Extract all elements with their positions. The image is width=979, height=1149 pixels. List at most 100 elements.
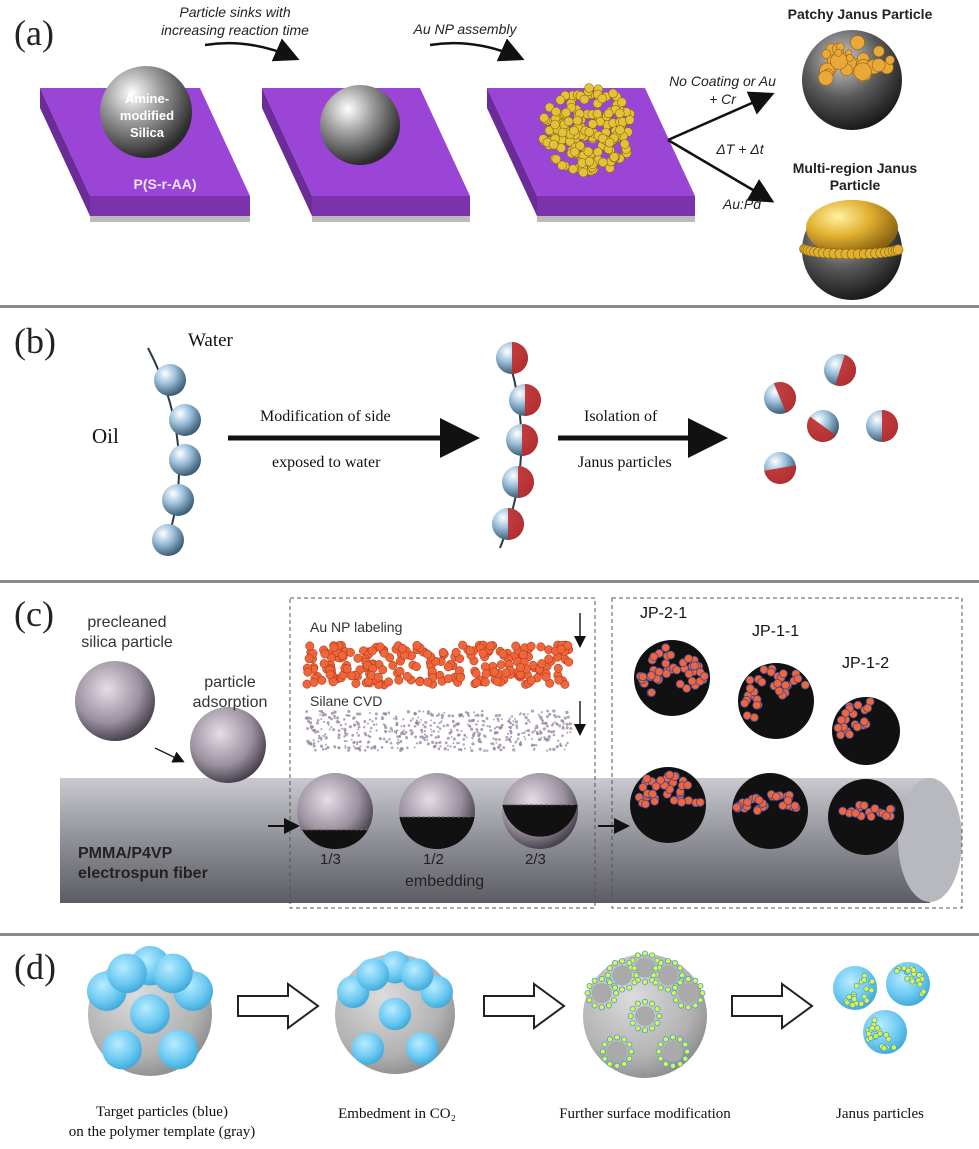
- silane-dot: [344, 745, 347, 748]
- silane-dot: [517, 737, 520, 740]
- silane-dot: [476, 730, 479, 734]
- yellow-modifier: [619, 958, 626, 965]
- gold-nanoparticle: [584, 127, 595, 137]
- silane-dot: [420, 735, 424, 739]
- silane-dot: [547, 729, 551, 733]
- silane-dot: [554, 721, 557, 724]
- au-nanoparticle: [415, 677, 425, 687]
- silane-dot: [320, 718, 323, 721]
- yellow-modifier: [909, 978, 916, 985]
- au-nanoparticle: [367, 646, 377, 656]
- silane-dot: [409, 729, 413, 733]
- masked-spot: [612, 965, 633, 986]
- silane-dot: [358, 748, 362, 752]
- gold-nanoparticle: [539, 113, 549, 123]
- yellow-modifier: [626, 960, 633, 967]
- silane-dot: [524, 715, 528, 720]
- au-nanoparticle: [346, 671, 356, 681]
- au-nanoparticle: [458, 640, 468, 650]
- silane-dot: [476, 720, 479, 723]
- panel-d-label: (d): [14, 947, 56, 987]
- gold-patch: [850, 35, 865, 50]
- au-nanoparticle: [304, 654, 314, 664]
- silane-dot: [539, 715, 543, 720]
- silane-dot: [541, 721, 545, 725]
- silane-dot: [494, 738, 498, 741]
- silane-dot: [566, 742, 569, 745]
- silane-dot: [359, 745, 362, 748]
- arrow-branch-top: [667, 91, 775, 142]
- silane-dot: [407, 724, 411, 727]
- gold-nanoparticle: [609, 152, 619, 162]
- silane-label: Silane CVD: [310, 693, 383, 709]
- au-label-np: [859, 801, 869, 810]
- yellow-modifier: [642, 1027, 649, 1034]
- silane-dot: [355, 720, 358, 723]
- au-nanoparticle: [379, 648, 389, 658]
- yellow-modifier: [682, 1055, 689, 1062]
- au-label-np: [687, 676, 697, 686]
- silane-dot: [356, 722, 360, 726]
- silane-dot: [509, 721, 512, 725]
- yellow-modifier: [612, 960, 619, 967]
- silane-dot: [480, 709, 484, 713]
- silane-dot: [400, 725, 403, 728]
- silane-dot: [434, 741, 438, 745]
- silane-dot: [396, 741, 400, 745]
- silane-dot: [327, 716, 331, 719]
- gold-nanoparticle: [603, 108, 614, 119]
- sphere-label: Amine-modified Silica: [119, 91, 175, 140]
- silane-dot: [436, 735, 441, 739]
- silane-dot: [363, 726, 366, 729]
- silane-dot: [399, 740, 403, 744]
- silane-dot: [322, 748, 325, 751]
- gold-nanoparticle: [557, 160, 567, 171]
- silane-dot: [342, 718, 346, 721]
- yellow-modifier: [662, 1060, 669, 1067]
- au-label-np: [885, 804, 895, 814]
- arrow-step1: [204, 38, 300, 62]
- silane-dot: [493, 732, 496, 735]
- silane-dot: [511, 723, 515, 727]
- gold-cap: [806, 200, 898, 256]
- silane-dot: [463, 734, 466, 737]
- silane-dot: [559, 742, 562, 745]
- silane-dot: [323, 713, 327, 717]
- silane-dot: [352, 745, 355, 748]
- silane-dot: [450, 736, 453, 739]
- caption-embedment: Embedment in CO₂: [338, 1106, 456, 1122]
- au-nanoparticle: [438, 648, 448, 657]
- silane-dot: [319, 736, 323, 739]
- gold-nanoparticle: [619, 139, 630, 149]
- panel-b-drawing: [147, 342, 898, 556]
- silane-dot: [425, 735, 429, 739]
- silane-dot: [530, 709, 535, 713]
- yellow-modifier: [614, 1062, 621, 1069]
- silane-dot: [546, 709, 549, 713]
- branch-mid-label: ΔT + Δt: [716, 141, 764, 157]
- yellow-modifier: [586, 983, 593, 990]
- au-label-np: [793, 674, 803, 684]
- fraction-1-3: 1/3: [320, 851, 341, 868]
- yellow-modifier: [631, 965, 638, 972]
- yellow-modifier: [893, 968, 900, 975]
- masked-spot: [591, 983, 612, 1004]
- silane-dot: [423, 733, 426, 736]
- silane-dot: [316, 718, 320, 722]
- silane-dot: [531, 730, 535, 734]
- silane-dot: [508, 717, 511, 720]
- silane-dot: [330, 711, 334, 715]
- silane-dot: [318, 710, 321, 713]
- block-arrow: [731, 982, 814, 1030]
- silane-dot: [312, 739, 315, 742]
- au-label-np: [740, 698, 750, 708]
- au-label-np: [866, 812, 876, 822]
- au-nanoparticle: [394, 675, 404, 685]
- panel-a-drawing: [40, 30, 904, 300]
- panel-d: (d) Target particles (blue) on the polym…: [0, 936, 979, 1149]
- silane-dot: [515, 739, 518, 742]
- silane-dot: [471, 736, 474, 740]
- silane-dot: [533, 744, 536, 747]
- au-nanoparticle: [498, 649, 508, 659]
- silane-dot: [337, 720, 341, 724]
